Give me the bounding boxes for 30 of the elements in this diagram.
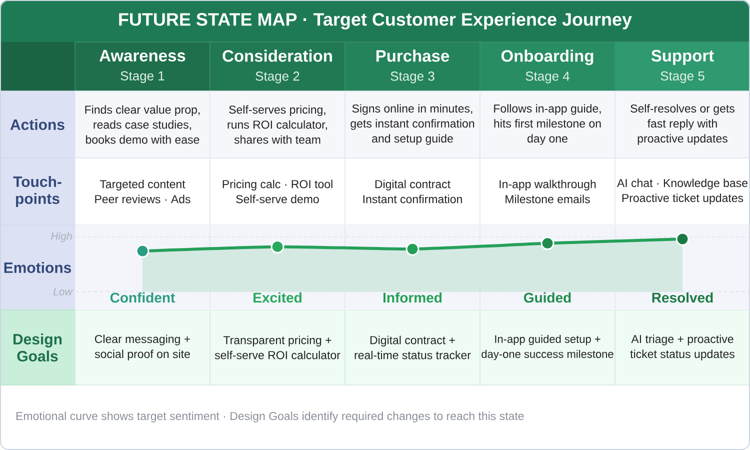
table-cell: Digital contract Instant confirmation <box>344 158 480 226</box>
table-cell: Digital contract + real-time status tracker <box>344 310 480 386</box>
table-cell: Pricing calc · ROI tool Self-serve demo <box>210 158 346 226</box>
table-cell: AI triage + proactive ticket status updates <box>614 310 750 386</box>
row-header: Design Goals <box>0 310 76 386</box>
table-cell: Signs online in minutes, gets instant confirmation and setup guide <box>344 90 480 158</box>
caption: Emotional curve shows target sentiment · Design Goals identify required changes to reach this state <box>16 412 524 422</box>
stage-header: Purchase Stage 3 <box>344 42 480 92</box>
title-bar: FUTURE STATE MAP · Target Customer Experience Journey <box>0 0 750 42</box>
table-cell: In-app guided setup + day-one success milestone <box>480 310 616 386</box>
table-cell: Self-resolves or gets fast reply with proactive updates <box>614 90 750 158</box>
table-cell: Transparent pricing + self-serve ROI calculator <box>210 310 346 386</box>
table-cell: Targeted content Peer reviews · Ads <box>74 158 210 226</box>
table-cell: Follows in-app guide, hits first milestone on day one <box>480 90 616 158</box>
row-header: Touch-points <box>0 158 76 226</box>
emotion-label: Informed <box>384 292 442 303</box>
table-cell: Clear messaging + social proof on site <box>74 310 210 386</box>
table-cell: In-app walkthrough Milestone emails <box>480 158 616 226</box>
stage-header: Awareness Stage 1 <box>74 42 210 92</box>
stage-header: Support Stage 5 <box>614 42 750 92</box>
row-header: Actions <box>0 90 76 158</box>
table-cell: Self-serves pricing, runs ROI calculator, shares with team <box>210 90 346 158</box>
table-cell: Finds clear value prop, reads case studies, books demo with ease <box>74 90 210 158</box>
scale-label: Low <box>53 288 73 296</box>
emotion-label: Confident <box>110 292 175 303</box>
table-cell: AI chat · Knowledge base Proactive ticket updates <box>614 158 750 226</box>
emotion-label: Resolved <box>652 292 713 303</box>
stage-header: Consideration Stage 2 <box>210 42 346 92</box>
stage-header: Onboarding Stage 4 <box>480 42 616 92</box>
scale-label: High <box>51 232 72 242</box>
